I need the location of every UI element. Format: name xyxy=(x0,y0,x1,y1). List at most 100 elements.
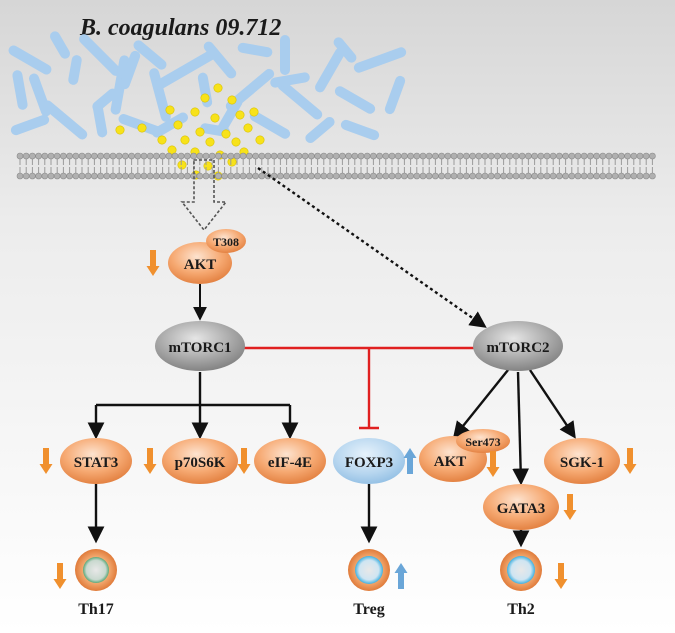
metabolite-dot xyxy=(205,137,215,147)
lipid-head xyxy=(469,172,476,180)
lipid-head xyxy=(177,152,185,160)
lipid-head xyxy=(16,172,24,180)
lipid-head xyxy=(165,152,173,160)
p70s6k-down-arrow-icon xyxy=(143,448,157,474)
metabolite-dot xyxy=(213,83,223,93)
lipid-head xyxy=(630,172,638,180)
lipid-head xyxy=(326,172,334,180)
lipid-head xyxy=(481,152,489,160)
metabolite-dot xyxy=(195,127,205,137)
cell-treg: Treg xyxy=(348,549,390,618)
lipid-head xyxy=(184,172,191,180)
th17-down-arrow-icon xyxy=(53,563,67,589)
lipid-head xyxy=(444,152,452,160)
lipid-head xyxy=(618,152,625,160)
lipid-head xyxy=(115,152,123,160)
lipid-head xyxy=(171,152,179,160)
lipid-head xyxy=(239,152,247,160)
node-gata3: GATA3 xyxy=(483,484,559,530)
lipid-head xyxy=(357,152,365,160)
lipid-head xyxy=(202,152,210,160)
lipid-head xyxy=(301,152,309,160)
lipid-head xyxy=(289,152,297,160)
lipid-head xyxy=(494,172,501,180)
lipid-head xyxy=(246,152,253,160)
lipid-head xyxy=(283,172,290,180)
lipid-head xyxy=(109,152,117,160)
lipid-head xyxy=(376,152,383,160)
lipid-head xyxy=(432,152,439,160)
lipid-head xyxy=(78,152,86,160)
lipid-head xyxy=(500,172,507,180)
lipid-head xyxy=(227,152,235,160)
lipid-head xyxy=(618,172,625,180)
sgk1-down-arrow-icon xyxy=(623,448,637,474)
lipid-head xyxy=(525,172,532,180)
lipid-head xyxy=(463,172,470,180)
lipid-head xyxy=(487,172,495,180)
arrows-to-cells xyxy=(87,484,530,548)
lipid-head xyxy=(270,152,278,160)
node-p70s6k: p70S6K xyxy=(162,438,238,484)
lipid-head xyxy=(444,172,452,180)
lipid-head xyxy=(146,152,154,160)
lipid-head xyxy=(41,152,49,160)
lipid-head xyxy=(60,152,67,160)
lipid-head xyxy=(543,152,551,160)
lipid-head xyxy=(549,152,557,160)
lipid-head xyxy=(91,172,98,180)
lipid-head xyxy=(295,172,303,180)
bacterium-rod xyxy=(237,42,273,58)
lipid-head xyxy=(264,152,272,160)
lipid-head xyxy=(587,152,594,160)
cell-th17-label: Th17 xyxy=(78,601,114,618)
lipid-head xyxy=(506,152,514,160)
dotted-arrow-to-mtorc2 xyxy=(257,167,487,328)
node-p70s6k-label: p70S6K xyxy=(175,455,226,471)
bacterium-rod xyxy=(340,119,380,141)
lipid-head xyxy=(605,152,613,160)
bacterium-rod xyxy=(333,37,357,63)
lipid-head xyxy=(227,172,235,180)
cell-membrane xyxy=(16,152,656,180)
lipid-head xyxy=(246,172,253,180)
lipid-head xyxy=(630,152,638,160)
lipid-head xyxy=(221,152,228,160)
lipid-head xyxy=(531,152,538,160)
bacterium-rod xyxy=(203,41,237,79)
bacterium-rod xyxy=(149,68,171,122)
lipid-head xyxy=(277,172,284,180)
lipid-head xyxy=(537,172,545,180)
lipid-head xyxy=(537,152,545,160)
lipid-head xyxy=(146,172,154,180)
lipid-head xyxy=(252,172,259,180)
lipid-head xyxy=(332,152,340,160)
lipid-head xyxy=(568,172,576,180)
regulation-arrows xyxy=(39,250,637,589)
lipid-head xyxy=(518,172,526,180)
lipid-head xyxy=(29,172,36,180)
lipid-head xyxy=(401,152,408,160)
th2-down-arrow-icon xyxy=(554,563,568,589)
lipid-head xyxy=(320,172,328,180)
lipid-head xyxy=(47,152,55,160)
lipid-head xyxy=(624,152,631,160)
lipid-head xyxy=(351,172,359,180)
lipid-head xyxy=(239,172,247,180)
lipid-head xyxy=(103,152,111,160)
bacterium-rod xyxy=(315,47,345,93)
foxp3-up-arrow-icon xyxy=(403,448,417,474)
lipid-head xyxy=(419,152,427,160)
node-mtorc1-label: mTORC1 xyxy=(168,340,231,356)
node-foxp3: FOXP3 xyxy=(333,438,405,484)
inhibition-to-foxp3 xyxy=(240,346,476,430)
bacterium-rod xyxy=(92,88,118,112)
lipid-head xyxy=(370,152,377,160)
lipid-head xyxy=(394,152,402,160)
akt-right-down-arrow-icon xyxy=(486,451,500,477)
lipid-head xyxy=(357,172,365,180)
lipid-head xyxy=(103,172,111,180)
bacterium-rod xyxy=(42,100,88,140)
bacterium-rod xyxy=(10,114,50,136)
lipid-head xyxy=(97,172,104,180)
